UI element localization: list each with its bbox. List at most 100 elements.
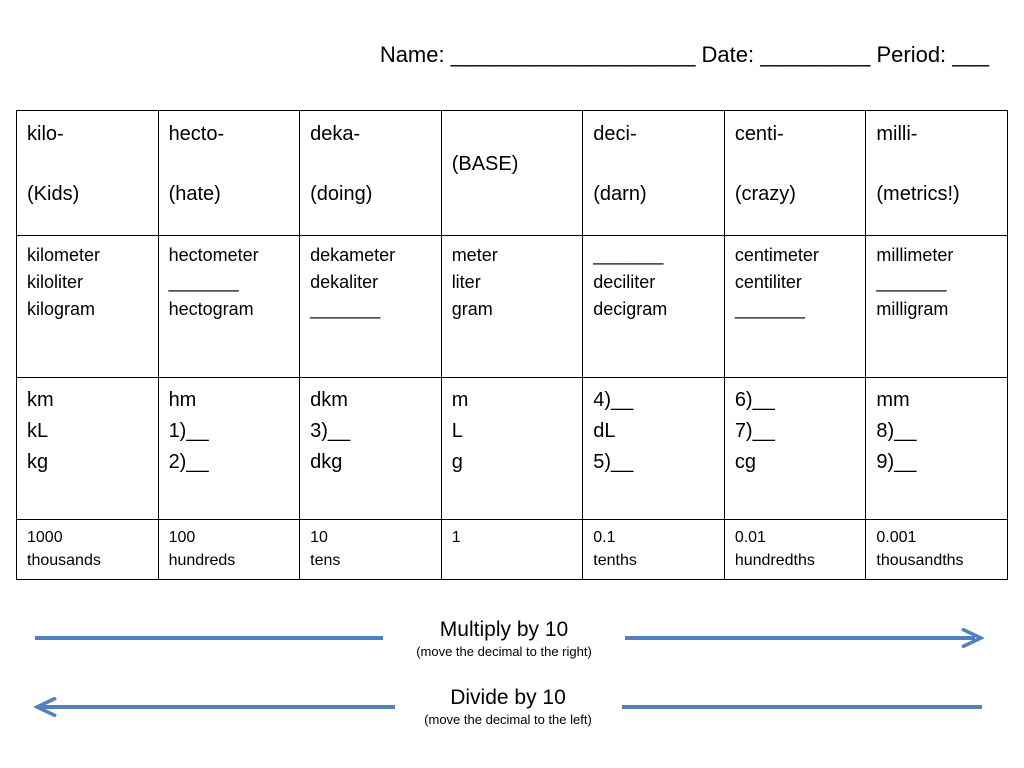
abbreviations-cell: 6)__ 7)__cg [723,377,867,520]
unit-abbreviation: 6)__ [734,389,775,411]
divide-label: Divide by 10 (move the decimal to the le… [390,685,626,729]
prefix-cell: hecto-(hate) [157,110,301,236]
unit-name: kilogram [27,299,96,319]
unit-name: _______ [593,245,664,265]
unit-name: gram [451,299,493,319]
prefix-cell: (BASE) [440,110,584,236]
unit-abbreviation: 3)__ [310,420,351,442]
unit-abbreviation: kL [27,420,49,442]
metric-prefix-table: kilo- (Kids) hecto-(hate) deka- (doing) (BASE… [16,110,1008,580]
unit-abbreviation: 1)__ [168,420,209,442]
arrow-right-icon [961,628,984,648]
place-value-number: 0.1 [593,529,616,546]
prefix-cell: kilo- (Kids) [16,110,159,236]
unit-name: kilometer [27,245,101,265]
place-value-word: hundreds [168,552,236,569]
unit-abbreviation: m [451,389,469,411]
place-value-number: 100 [168,529,196,546]
unit-abbreviation: km [27,389,54,411]
unit-abbreviation: dkm [310,389,348,411]
unit-name: kiloliter [27,272,84,292]
place-value-cell: 10 tens [299,519,442,580]
unit-name: centimeter [734,245,819,265]
unit-name: dekameter [310,245,396,265]
divide-title: Divide by 10 [450,686,566,709]
unit-names-row: kilometer kiloliter kilogram hectometer ____… [16,235,1008,378]
abbreviations-cell: mm 8)__ 9)__ [865,377,1008,520]
place-value-cell: 1000 thousands [16,519,159,580]
unit-name: _______ [876,272,947,292]
unit-name: hectometer [168,245,259,265]
prefix-label: kilo- [27,123,64,145]
unit-abbreviation: kg [27,451,49,473]
mnemonic-label: (doing) [310,183,373,205]
place-value-number: 1 [451,529,461,546]
prefix-label: centi- [734,123,784,145]
prefix-cell: milli- (metrics!) [865,110,1008,236]
place-value-word: tenths [593,552,637,569]
arrow-left-icon [34,697,57,717]
place-value-cell: 1 [440,519,584,580]
place-value-word: thousandths [876,552,964,569]
unit-abbreviation: mm [876,389,910,411]
mnemonic-label: (Kids) [27,183,80,205]
divide-arrow-line-right [622,705,982,709]
unit-abbreviation: cg [734,451,756,473]
unit-abbreviation: 7)__ [734,420,775,442]
place-value-number: 0.01 [734,529,766,546]
unit-name: millimeter [876,245,954,265]
place-value-number: 10 [310,529,328,546]
unit-names-cell: kilometer kiloliter kilogram [16,235,159,378]
unit-names-cell: hectometer _______ hectogram [157,235,301,378]
unit-abbreviation: 8)__ [876,420,917,442]
unit-abbreviation: L [451,420,463,442]
unit-abbreviation: g [451,451,463,473]
mnemonic-label: (darn) [593,183,647,205]
unit-name: _______ [168,272,239,292]
prefix-cell: deci- (darn) [582,110,725,236]
unit-abbreviation: dL [593,420,616,442]
unit-abbreviation: 5)__ [593,451,634,473]
place-value-cell: 0.1 tenths [582,519,725,580]
multiply-title: Multiply by 10 [439,618,569,641]
multiply-arrow-line-left [35,636,383,640]
name-date-period-line: Name: ____________________ Date: _______… [379,42,989,67]
place-value-word: tens [310,552,341,569]
unit-abbreviation: hm [168,389,197,411]
unit-name: meter [451,245,498,265]
unit-names-cell: centimeter centiliter _______ [723,235,867,378]
multiply-arrow-line-right [625,636,975,640]
prefix-row: kilo- (Kids) hecto-(hate) deka- (doing) (BASE… [16,110,1008,236]
prefix-label: milli- [876,123,918,145]
divide-subtitle: (move the decimal to the left) [424,712,592,727]
unit-abbreviation: 9)__ [876,451,917,473]
unit-name: hectogram [168,299,254,319]
unit-abbreviation: 4)__ [593,389,634,411]
prefix-label: deka- [310,123,361,145]
unit-name: milligram [876,299,949,319]
place-value-number: 1000 [27,529,63,546]
mnemonic-label: (crazy) [734,183,796,205]
unit-name: decigram [593,299,668,319]
unit-name: _______ [310,299,381,319]
prefix-label: deci- [593,123,637,145]
place-value-cell: 100 hundreds [157,519,301,580]
unit-name: liter [451,272,481,292]
prefix-cell: deka- (doing) [299,110,442,236]
mnemonic-label: (metrics!) [876,183,960,205]
unit-name: _______ [734,299,805,319]
abbreviations-cell: 4)__ dL 5)__ [582,377,725,520]
place-value-word: thousands [27,552,101,569]
mnemonic-label: (hate) [168,183,221,205]
place-values-row: 1000 thousands 100 hundreds 10 tens 1 0.1 tenths… [16,519,1008,580]
divide-arrow-line-left [40,705,395,709]
unit-name: centiliter [734,272,802,292]
